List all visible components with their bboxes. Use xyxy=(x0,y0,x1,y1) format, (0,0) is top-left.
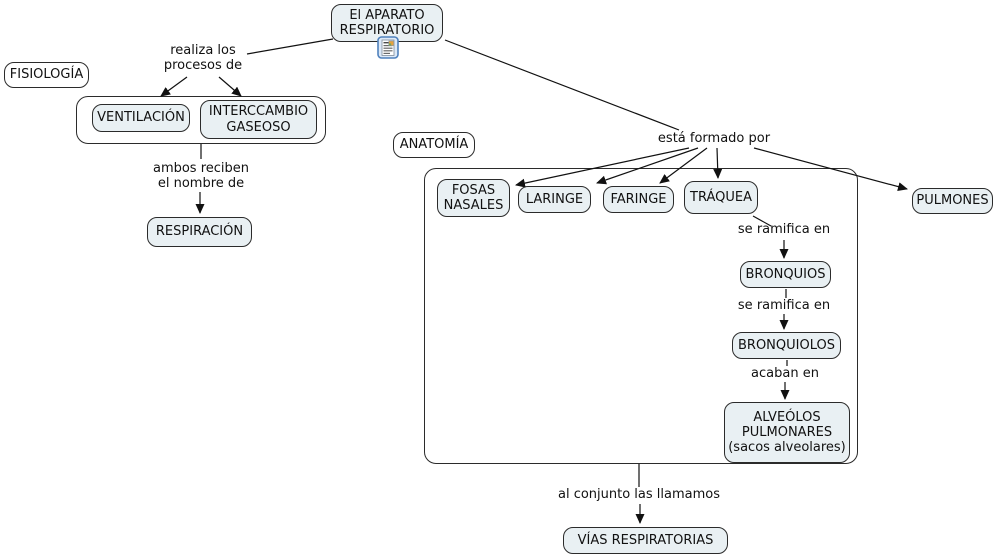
node-faringe[interactable]: FARINGE xyxy=(603,186,674,213)
link-label-al-conjunto[interactable]: al conjunto las llamamos xyxy=(557,487,721,502)
document-image-icon[interactable] xyxy=(377,36,399,59)
link-label-acaban-en[interactable]: acaban en xyxy=(751,366,819,381)
node-anatomia[interactable]: ANATOMÍA xyxy=(393,132,475,158)
node-fosas-nasales[interactable]: FOSAS NASALES xyxy=(437,179,510,217)
link-label-realiza-procesos[interactable]: realiza los procesos de xyxy=(163,43,243,73)
node-alveolos-pulmonares[interactable]: ALVEÓLOS PULMONARES (sacos alveolares) xyxy=(724,402,850,463)
node-bronquiolos[interactable]: BRONQUIOLOS xyxy=(732,332,841,359)
link-label-se-ramifica-en-1[interactable]: se ramifica en xyxy=(737,222,831,237)
link-label-se-ramifica-en-2[interactable]: se ramifica en xyxy=(737,298,831,313)
node-pulmones[interactable]: PULMONES xyxy=(912,188,993,214)
node-traquea[interactable]: TRÁQUEA xyxy=(684,181,758,214)
node-vias-respiratorias[interactable]: VÍAS RESPIRATORIAS xyxy=(563,527,728,554)
node-fisiologia[interactable]: FISIOLOGÍA xyxy=(4,62,89,88)
link-label-ambos-reciben[interactable]: ambos reciben el nombre de xyxy=(152,161,250,191)
node-intercambio-gaseoso[interactable]: INTERCCAMBIO GASEOSO xyxy=(200,100,317,139)
node-laringe[interactable]: LARINGE xyxy=(518,186,591,213)
node-respiracion[interactable]: RESPIRACIÓN xyxy=(147,217,252,247)
node-bronquios[interactable]: BRONQUIOS xyxy=(740,261,831,288)
node-ventilacion[interactable]: VENTILACIÓN xyxy=(92,104,190,132)
link-label-esta-formado-por[interactable]: está formado por xyxy=(657,131,771,146)
